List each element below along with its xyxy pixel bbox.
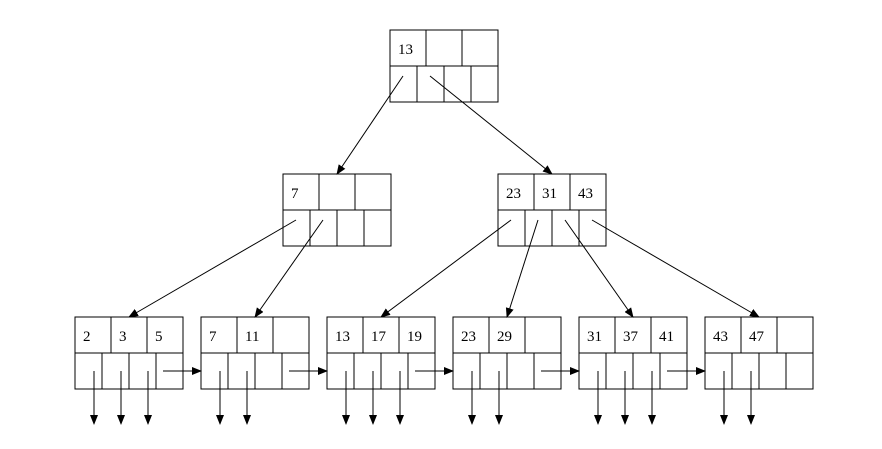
internal-node: 23 31 43 bbox=[497, 173, 607, 247]
leaf-node: 7 11 bbox=[200, 316, 310, 390]
tree-edge bbox=[591, 219, 760, 318]
leaf-node-key: 31 bbox=[587, 329, 602, 345]
internal-node-key: 43 bbox=[578, 186, 593, 202]
internal-node-key: 31 bbox=[542, 186, 557, 202]
leaf-node-key: 19 bbox=[407, 329, 422, 345]
leaf-node: 43 47 bbox=[704, 316, 814, 390]
tree-edge bbox=[128, 219, 297, 318]
leaf-node-key: 11 bbox=[245, 329, 259, 345]
leaf-node-key: 43 bbox=[713, 329, 728, 345]
leaf-node-key: 37 bbox=[623, 329, 639, 345]
tree-edge bbox=[380, 219, 512, 318]
leaf-node-key: 13 bbox=[335, 329, 350, 345]
leaf-node: 2 3 5 bbox=[74, 316, 184, 390]
leaf-node: 23 29 bbox=[452, 316, 562, 390]
leaf-node-key: 23 bbox=[461, 329, 476, 345]
internal-node: 7 bbox=[282, 173, 392, 247]
leaf-node-key: 3 bbox=[119, 329, 127, 345]
leaf-node-key: 2 bbox=[83, 329, 91, 345]
leaf-node-key: 29 bbox=[497, 329, 512, 345]
leaf-node-key: 41 bbox=[659, 329, 674, 345]
tree-edge bbox=[429, 75, 553, 175]
leaf-node-key: 7 bbox=[209, 329, 217, 345]
tree-edge bbox=[254, 219, 324, 318]
tree-edge bbox=[564, 219, 634, 318]
leaf-node-key: 5 bbox=[155, 329, 163, 345]
tree-edge bbox=[505, 219, 539, 318]
leaf-node: 31 37 41 bbox=[578, 316, 688, 390]
root-node: 13 bbox=[389, 29, 499, 103]
tree-edge bbox=[336, 75, 404, 175]
root-node-key: 13 bbox=[398, 42, 413, 58]
internal-node-key: 7 bbox=[291, 186, 299, 202]
leaf-node: 13 17 19 bbox=[326, 316, 436, 390]
leaf-node-key: 17 bbox=[371, 329, 387, 345]
leaf-node-key: 47 bbox=[749, 329, 765, 345]
internal-node-key: 23 bbox=[506, 186, 521, 202]
tree-edges bbox=[90, 75, 760, 425]
